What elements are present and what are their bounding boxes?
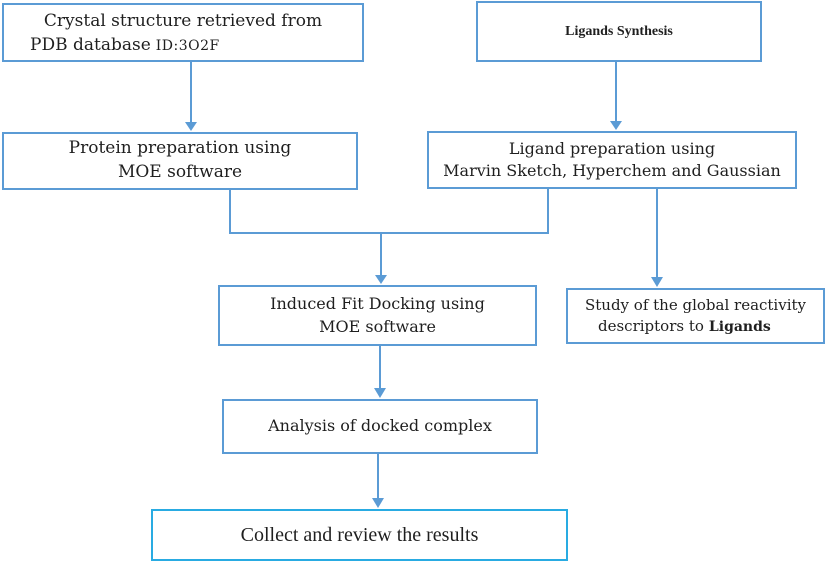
box-crystal-structure: Crystal structure retrieved from PDB dat… [2,3,364,62]
study-line2-text: descriptors to [598,316,704,335]
ligand-prep-line2: Marvin Sketch, Hyperchem and Gaussian [443,161,781,180]
induced-fit-line1: Induced Fit Docking using [270,294,485,314]
pdb-id: ID:3O2F [155,37,220,54]
box-ligand-preparation: Ligand preparation using Marvin Sketch, … [427,131,797,189]
arrow-merge-to-induced-fit [375,233,387,284]
arrow-synthesis-to-ligand-prep [610,62,622,130]
arrow-analysis-to-collect [372,454,384,508]
box-collect-review-results: Collect and review the results [151,509,568,561]
box-analysis-docked-complex: Analysis of docked complex [222,399,538,454]
collect-label: Collect and review the results [240,524,479,546]
connector-merge [229,189,549,234]
protein-prep-line2: MOE software [117,162,243,182]
ligands-synthesis-label: Ligands Synthesis [565,23,673,39]
analysis-label: Analysis of docked complex [268,416,492,436]
ligand-prep-line1: Ligand preparation using [508,138,716,158]
arrow-crystal-to-protein-prep [185,62,197,131]
protein-prep-line1: Protein preparation using [68,138,292,159]
box-ligands-synthesis: Ligands Synthesis [476,1,762,62]
box-protein-preparation: Protein preparation using MOE software [2,132,358,190]
arrow-induced-fit-to-analysis [374,346,386,398]
study-line2-ligands: Ligands [708,318,771,335]
induced-fit-line2: MOE software [319,316,436,336]
study-line1: Study of the global reactivity [584,295,807,314]
crystal-line2-text: PDB database [30,34,151,55]
arrow-ligand-prep-to-study [651,189,663,287]
box-study-reactivity-descriptors: Study of the global reactivity descripto… [566,288,825,344]
crystal-line1: Crystal structure retrieved from [43,11,323,31]
box-induced-fit-docking: Induced Fit Docking using MOE software [218,285,537,346]
